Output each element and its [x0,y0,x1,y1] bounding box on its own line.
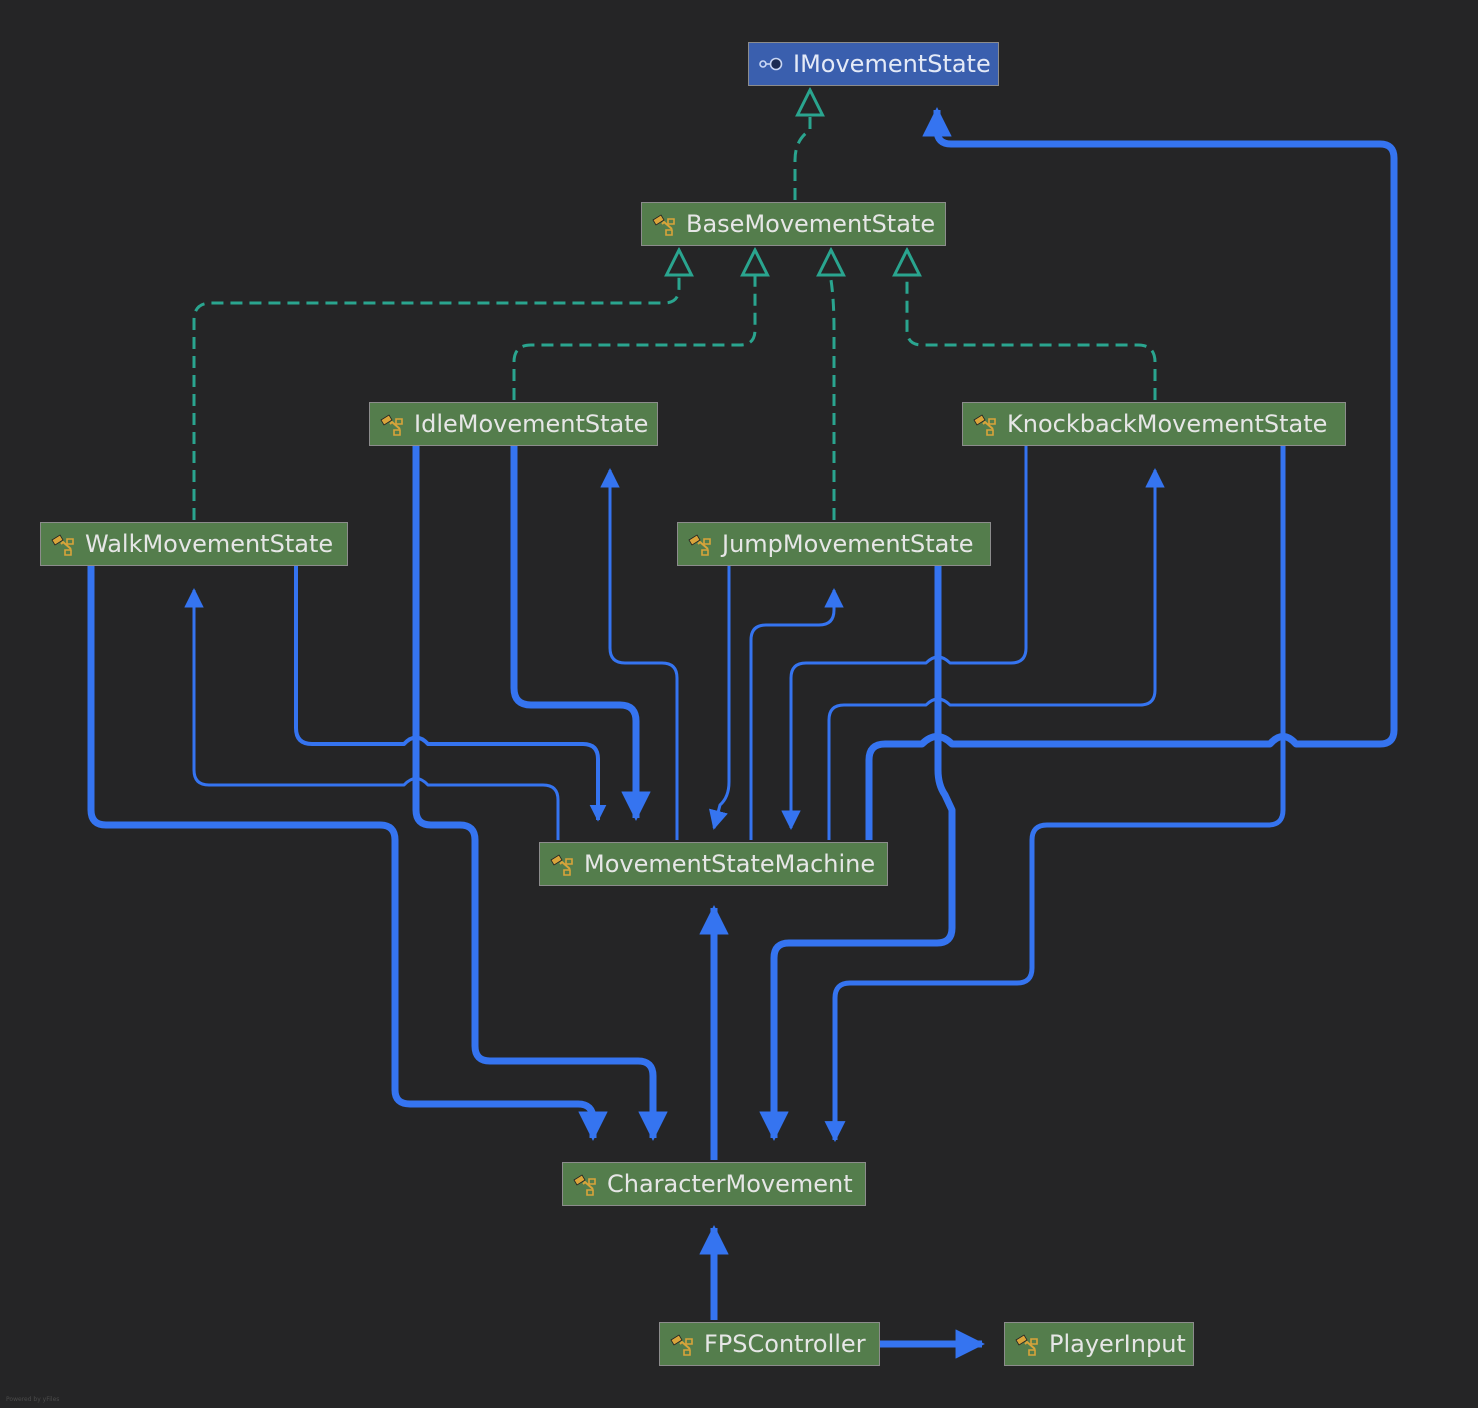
edge-msm-to-walk [184,588,560,840]
edge-msm-to-jump [749,588,844,840]
edge-knockback-to-msm [781,446,1028,830]
class-icon [573,1174,596,1196]
class-icon [51,534,74,556]
node-label: JumpMovementState [722,530,974,558]
node-playerinput[interactable]: PlayerInput [1004,1322,1194,1366]
node-imovementstate[interactable]: IMovementState [748,42,999,86]
class-icon [688,534,711,556]
node-label: FPSController [704,1330,866,1358]
edge-idle-extends-base [512,250,755,400]
dependency-edges [87,107,1398,1359]
class-icon [1015,1334,1038,1356]
node-label: KnockbackMovementState [1007,410,1328,438]
inheritance-edges [192,90,1157,520]
edge-msm-to-imovementstate [865,107,1398,840]
edge-knockback-to-charactermovement [824,446,1286,1143]
edge-walk-to-charactermovement [87,566,608,1141]
class-icon [652,214,675,236]
node-label: MovementStateMachine [584,850,876,878]
class-icon [973,414,996,436]
node-fpscontroller[interactable]: FPSController [659,1322,880,1366]
node-label: PlayerInput [1049,1330,1186,1358]
node-label: BaseMovementState [686,210,936,238]
node-label: CharacterMovement [607,1170,853,1198]
node-jumpmovementstate[interactable]: JumpMovementState [677,522,991,566]
node-knockbackmovementstate[interactable]: KnockbackMovementState [962,402,1346,446]
edge-walk-extends-base [192,250,679,520]
edge-base-implements-imovementstate [793,90,810,200]
edge-idle-to-charactermovement [412,446,668,1141]
node-label: IdleMovementState [414,410,649,438]
edge-jump-to-msm [708,566,731,830]
edge-idle-to-msm [510,446,651,821]
node-movementstatemachine[interactable]: MovementStateMachine [539,842,888,886]
node-basemovementstate[interactable]: BaseMovementState [641,202,946,246]
class-icon [670,1334,693,1356]
class-icon [550,854,573,876]
yfiles-signature: Powered by yFiles [6,1396,60,1403]
node-charactermovement[interactable]: CharacterMovement [562,1162,866,1206]
edge-jump-extends-base [831,250,834,520]
node-label: IMovementState [793,50,991,78]
edge-knockback-extends-base [907,250,1157,400]
node-idlemovementstate[interactable]: IdleMovementState [369,402,658,446]
edge-walk-to-msm [294,566,607,822]
node-label: WalkMovementState [85,530,334,558]
edge-msm-to-idle [600,468,679,840]
edge-jump-to-charactermovement [759,566,956,1141]
node-walkmovementstate[interactable]: WalkMovementState [40,522,348,566]
class-icon [380,414,403,436]
interface-icon [759,57,783,71]
